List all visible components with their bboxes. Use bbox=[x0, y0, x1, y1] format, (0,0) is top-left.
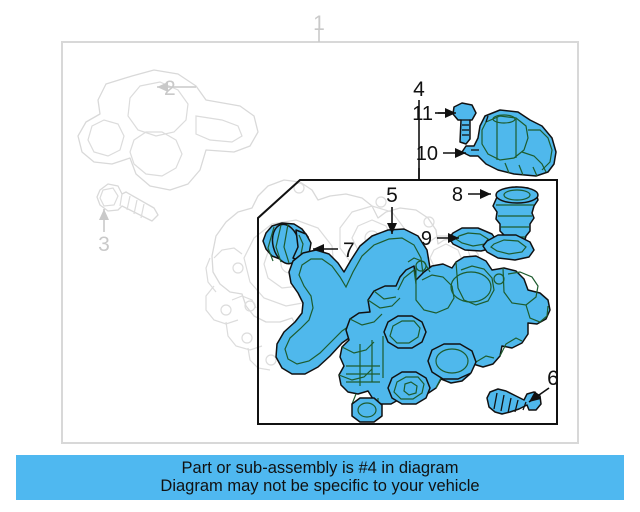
ghost-water-pump-bolt bbox=[96, 183, 159, 222]
callout-2-leader bbox=[157, 82, 196, 92]
part-11-bracket-bolt bbox=[452, 102, 477, 145]
callout-9-leader bbox=[437, 233, 459, 243]
banner-line-2: Diagram may not be specific to your vehi… bbox=[160, 476, 480, 495]
callout-4-label: 4 bbox=[413, 78, 425, 101]
callout-2-label: 2 bbox=[164, 77, 176, 100]
callout-9-label: 9 bbox=[421, 228, 432, 250]
info-banner: Part or sub-assembly is #4 in diagram Di… bbox=[16, 455, 624, 500]
sub-assembly-box bbox=[257, 179, 558, 425]
callout-10-label: 10 bbox=[416, 143, 438, 165]
callout-8-leader bbox=[468, 189, 491, 199]
callout-6-leader bbox=[528, 387, 550, 403]
part-6-housing-bolt bbox=[486, 388, 542, 415]
callout-5-label: 5 bbox=[386, 184, 398, 207]
callout-11-leader bbox=[435, 108, 456, 118]
water-pump-body bbox=[338, 255, 551, 423]
part-10-thermostat-housing-bracket bbox=[461, 109, 557, 177]
callout-10-leader bbox=[443, 148, 466, 158]
part-9-seal-rings bbox=[448, 227, 535, 261]
callout-8-label: 8 bbox=[452, 184, 463, 206]
callout-3-leader bbox=[99, 209, 109, 232]
banner-line-1: Part or sub-assembly is #4 in diagram bbox=[181, 458, 459, 477]
callout-5-leader bbox=[387, 207, 397, 234]
callout-11-label: 11 bbox=[412, 103, 433, 125]
callout-3-label: 3 bbox=[98, 233, 110, 256]
callout-7-label: 7 bbox=[343, 239, 355, 262]
callout-1-label: 1 bbox=[313, 12, 325, 35]
callout-6-label: 6 bbox=[547, 367, 559, 390]
